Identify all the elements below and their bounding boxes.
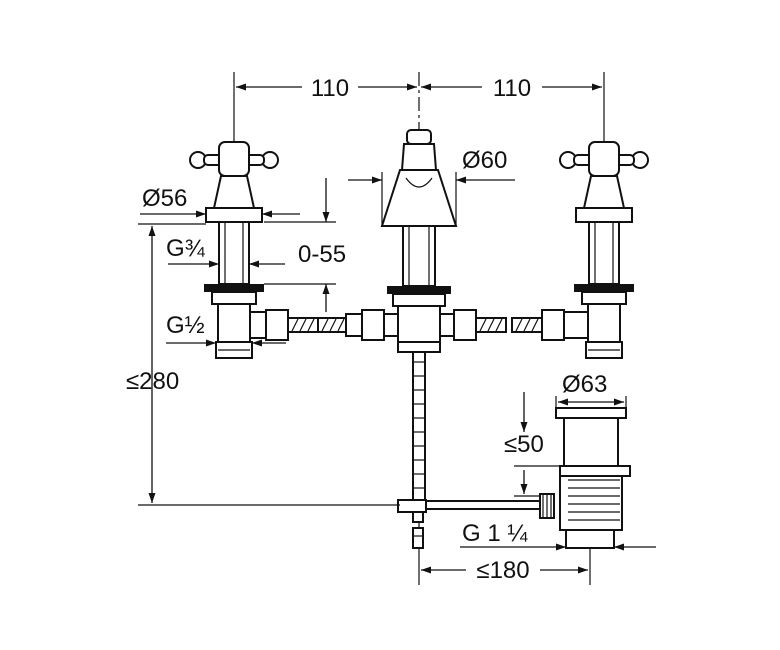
inlet-thread-label: G¾ xyxy=(166,235,206,262)
center-lines xyxy=(233,72,605,585)
drain-diameter-label: Ø63 xyxy=(562,371,607,398)
connection-thread-label: G½ xyxy=(166,312,205,339)
spacing-left-label: 110 xyxy=(311,75,349,102)
drain-thread-label: G 1 ¼ xyxy=(462,520,528,547)
connecting-hoses xyxy=(249,309,589,341)
dimension-labels: 110 110 Ø60 Ø56 G¾ 0-55 G½ ≤280 Ø63 ≤50 … xyxy=(126,75,607,584)
central-spout xyxy=(380,129,458,353)
dimension-lines xyxy=(138,83,656,574)
spacing-right-label: 110 xyxy=(493,75,531,102)
handle-diameter-label: Ø56 xyxy=(142,185,187,212)
popup-waste xyxy=(397,351,631,549)
left-valve xyxy=(189,141,279,359)
adjust-range-label: 0-55 xyxy=(298,241,346,268)
right-valve xyxy=(559,141,649,359)
rod-length-label: ≤180 xyxy=(476,557,529,584)
spout-diameter-label: Ø60 xyxy=(462,147,507,174)
total-height-label: ≤280 xyxy=(126,368,179,395)
drain-height-label: ≤50 xyxy=(504,431,544,458)
